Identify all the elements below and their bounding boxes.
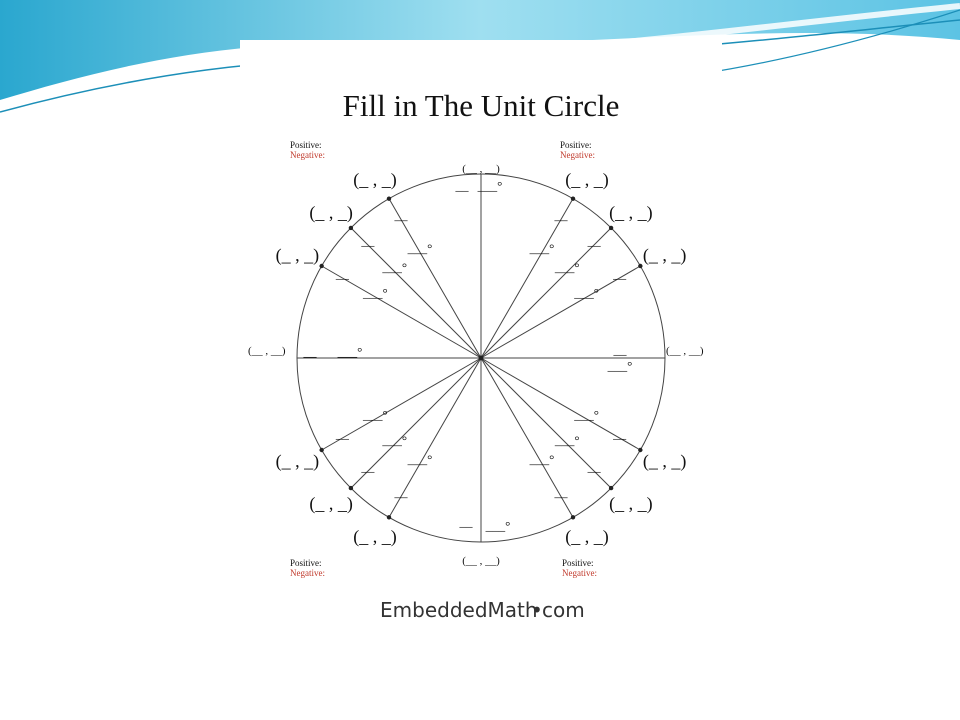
coord-blank-315[interactable]: (_ , _) [609,494,653,515]
coord-blank-120[interactable]: (_ , _) [353,170,397,191]
coord-blank-180[interactable]: (__ , __) [248,345,286,357]
spoke-315 [480,357,612,489]
radian-blank-225[interactable]: __ [360,459,375,474]
degree-blank-45[interactable]: ___° [554,260,580,275]
degree-blank-150[interactable]: ___° [362,285,388,300]
point-135 [348,225,354,231]
unit-circle-worksheet: Fill in The Unit Circle Positive: Negati… [240,40,722,668]
radian-blank-330[interactable]: __ [612,426,627,441]
radian-blank-60[interactable]: __ [554,207,569,222]
point-300 [570,515,576,520]
degree-blank-135[interactable]: ___° [381,260,407,275]
spoke-45 [480,227,612,359]
spoke-150 [321,265,482,359]
point-240 [386,515,392,520]
point-45 [608,225,614,231]
radian-blank-240[interactable]: __ [394,485,409,500]
radian-blank-315[interactable]: __ [587,459,602,474]
radian-blank-90[interactable]: __ [455,178,470,193]
coord-blank-300[interactable]: (_ , _) [565,526,609,547]
angle-spokes [319,196,643,520]
degree-blank-120[interactable]: ___° [407,240,433,255]
degree-blank-0[interactable]: ___° [607,358,633,373]
worksheet-title: Fill in The Unit Circle [343,88,620,123]
radian-blank-45[interactable]: __ [587,233,602,248]
radian-blank-30[interactable]: __ [612,266,627,281]
degree-blank-270[interactable]: ___° [485,518,511,533]
degree-blank-315[interactable]: ___° [554,432,580,447]
degree-blank-210[interactable]: ___° [362,407,388,422]
degree-blank-180[interactable]: ___° [337,344,363,359]
degree-blank-60[interactable]: ___° [529,240,555,255]
radian-blank-270[interactable]: __ [459,514,474,529]
degree-blank-330[interactable]: ___° [573,407,599,422]
point-30 [638,263,643,269]
spoke-135 [350,227,482,359]
radian-blank-210[interactable]: __ [335,426,350,441]
point-150 [319,263,324,269]
spoke-330 [480,357,641,451]
quadrant-labels: Positive: Negative: Positive: Negative: … [290,140,597,578]
q4-negative-label: Negative: [562,568,597,578]
coord-blank-210[interactable]: (_ , _) [276,451,320,472]
point-120 [386,196,392,201]
q2-negative-label: Negative: [290,150,325,160]
coord-blank-135[interactable]: (_ , _) [309,202,353,223]
brand-suffix: com [542,598,585,622]
radian-blank-300[interactable]: __ [554,485,569,500]
q1-positive-label: Positive: [560,140,592,150]
degree-blank-240[interactable]: ___° [407,452,433,467]
q2-positive-label: Positive: [290,140,322,150]
point-315 [608,485,614,491]
top-wave-band [0,0,960,100]
coord-blank-150[interactable]: (_ , _) [276,245,320,266]
coord-blank-60[interactable]: (_ , _) [565,170,609,191]
radian-blank-180[interactable]: __ [303,344,318,359]
q3-negative-label: Negative: [290,568,325,578]
brand-dot: • [531,598,543,622]
coord-blank-270[interactable]: (__ , __) [462,555,500,567]
point-60 [570,196,576,201]
answer-blanks: (_ , _)_____°(_ , _)_____°(_ , _)_____°(… [276,170,687,548]
q3-positive-label: Positive: [290,558,322,568]
brand-name: EmbeddedMath [380,598,538,622]
spoke-120 [388,198,482,359]
spoke-60 [480,198,574,359]
coord-blank-0[interactable]: (__ , __) [666,345,704,357]
spoke-210 [321,357,482,451]
coord-blank-330[interactable]: (_ , _) [643,451,687,472]
coord-blank-45[interactable]: (_ , _) [609,202,653,223]
right-wave-line [699,9,960,75]
radian-blank-120[interactable]: __ [394,207,409,222]
spoke-240 [388,357,482,518]
center-point [478,355,484,361]
coord-blank-30[interactable]: (_ , _) [643,245,687,266]
degree-blank-300[interactable]: ___° [529,452,555,467]
point-210 [319,447,324,453]
point-330 [638,447,643,453]
degree-blank-30[interactable]: ___° [573,285,599,300]
radian-blank-0[interactable]: __ [613,342,628,357]
q1-negative-label: Negative: [560,150,595,160]
radian-blank-135[interactable]: __ [360,233,375,248]
q4-positive-label: Positive: [562,558,594,568]
spoke-300 [480,357,574,518]
coord-blank-90[interactable]: (__ , __) [462,163,500,175]
degree-blank-90[interactable]: ___° [477,178,503,193]
spoke-30 [480,265,641,359]
point-225 [348,485,354,491]
worksheet-drawing: Fill in The Unit Circle Positive: Negati… [248,88,704,622]
embeddedmath-logo: EmbeddedMath • com [380,598,585,622]
coord-blank-225[interactable]: (_ , _) [309,494,353,515]
spoke-225 [350,357,482,489]
degree-blank-225[interactable]: ___° [381,432,407,447]
radian-blank-150[interactable]: __ [335,266,350,281]
coord-blank-240[interactable]: (_ , _) [353,526,397,547]
